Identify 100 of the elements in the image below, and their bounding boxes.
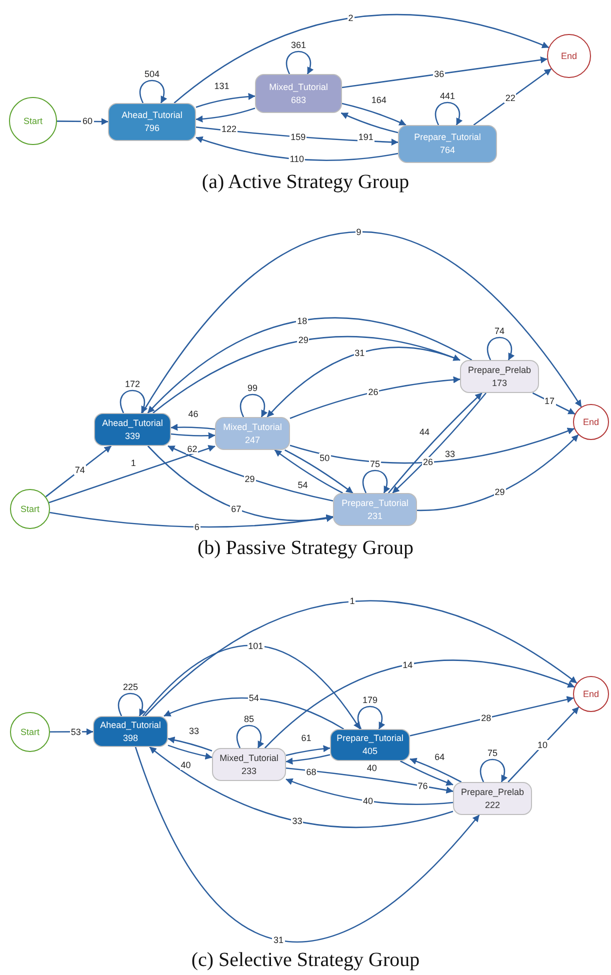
edge-label: 99 — [246, 383, 258, 393]
edge-label: 75 — [369, 459, 381, 469]
transition-arrow — [342, 56, 548, 88]
edge-label: 225 — [122, 682, 140, 692]
edge-label: 179 — [361, 695, 379, 705]
transition-arrow — [286, 50, 314, 74]
transition-arrow — [342, 102, 406, 126]
edge-label: 110 — [288, 154, 306, 164]
edge-label: 10 — [536, 740, 549, 750]
transition-arrow — [416, 434, 579, 512]
node-label: End — [582, 688, 599, 700]
activity-box — [333, 493, 417, 526]
transition-arrow — [473, 68, 552, 126]
transition-arrow — [286, 778, 454, 805]
count-value: 405 — [362, 745, 378, 758]
transition-arrow — [174, 14, 550, 104]
edge-label: 75 — [486, 748, 498, 758]
transition-arrow — [286, 754, 330, 765]
count-value: 339 — [124, 430, 140, 442]
transition-arrow — [152, 336, 460, 414]
transition-arrow — [358, 706, 385, 730]
edge-label: 44 — [418, 427, 431, 438]
edge-label: 29 — [494, 487, 506, 498]
transition-arrow — [410, 696, 574, 736]
state-circle — [10, 489, 50, 529]
activity-box — [255, 74, 342, 113]
transition-arrow — [168, 736, 212, 752]
node-label: Prepare_Prelab — [468, 364, 532, 376]
edge-label: 67 — [230, 504, 242, 514]
activity-box — [398, 125, 497, 163]
node-label: End — [560, 50, 577, 62]
edge-label: 164 — [370, 95, 388, 106]
edge-label: 31 — [354, 348, 366, 358]
node-label: Prepare_Tutorial — [414, 131, 481, 144]
transition-arrow — [286, 745, 330, 756]
node-label: Ahead_Tutorial — [100, 718, 161, 732]
panel-caption: (c) Selective Strategy Group — [191, 948, 420, 972]
edge-label: 26 — [367, 387, 380, 398]
transition-arrow — [508, 706, 580, 782]
edge-label: 85 — [243, 714, 255, 724]
edge-label: 40 — [366, 763, 378, 774]
count-value: 796 — [144, 122, 160, 135]
edge-label: 6 — [193, 522, 200, 532]
transition-arrow — [284, 449, 354, 494]
activity-box — [108, 103, 196, 141]
edge-label: 68 — [305, 766, 318, 777]
transition-arrow — [290, 428, 575, 464]
node-label: Start — [20, 726, 40, 738]
activity-box — [215, 417, 290, 450]
edge-label: 2 — [347, 12, 354, 23]
transition-arrow — [147, 317, 472, 414]
transition-arrow — [362, 470, 390, 494]
node-label: Mixed_Tutorial — [220, 752, 278, 764]
edge-label: 101 — [247, 640, 264, 650]
transition-arrow — [274, 449, 343, 494]
edge-label: 62 — [186, 444, 198, 454]
activity-box — [212, 748, 286, 781]
edge-label: 33 — [188, 726, 200, 736]
edge-label: 33 — [291, 816, 304, 826]
edge-label: 54 — [248, 693, 260, 704]
edge-label: 74 — [494, 326, 506, 336]
edge-label: 40 — [362, 796, 374, 806]
node-label: Mixed_Tutorial — [269, 80, 328, 94]
transition-arrow — [196, 93, 256, 108]
node-label: Prepare_Tutorial — [342, 496, 408, 510]
activity-box — [453, 782, 532, 815]
edge-label: 17 — [544, 396, 556, 406]
node-label: End — [582, 416, 599, 428]
transition-arrow — [170, 424, 216, 431]
edge-label: 29 — [244, 474, 256, 484]
transition-arrow — [487, 336, 514, 360]
transition-arrow — [196, 136, 398, 161]
activity-box — [330, 729, 410, 761]
edge-label: 1 — [130, 458, 137, 468]
transition-arrow — [144, 600, 578, 716]
count-value: 247 — [244, 434, 260, 446]
transition-arrow — [264, 660, 575, 748]
edge-label: 1 — [348, 596, 356, 606]
transition-arrow — [196, 126, 398, 146]
edge-label: 53 — [70, 726, 82, 737]
edge-label: 18 — [296, 316, 308, 326]
transition-arrow — [168, 744, 212, 760]
state-circle — [573, 676, 609, 712]
edge-label: 61 — [300, 732, 312, 743]
node-label: Ahead_Tutorial — [122, 109, 182, 122]
count-value: 398 — [122, 732, 138, 744]
count-value: 231 — [367, 510, 383, 522]
transition-arrow — [196, 108, 256, 122]
transition-arrow — [170, 432, 216, 440]
node-label: Start — [20, 502, 40, 516]
transition-arrow — [142, 232, 582, 414]
count-value: 683 — [290, 94, 306, 106]
edge-label: 36 — [433, 68, 446, 79]
edge-label: 33 — [444, 448, 456, 459]
transition-arrow — [45, 445, 112, 498]
edge-label: 74 — [74, 465, 86, 476]
transition-arrow — [48, 445, 216, 504]
count-value: 173 — [492, 376, 508, 390]
transition-arrow — [480, 758, 508, 782]
edge-label: 29 — [297, 335, 310, 346]
